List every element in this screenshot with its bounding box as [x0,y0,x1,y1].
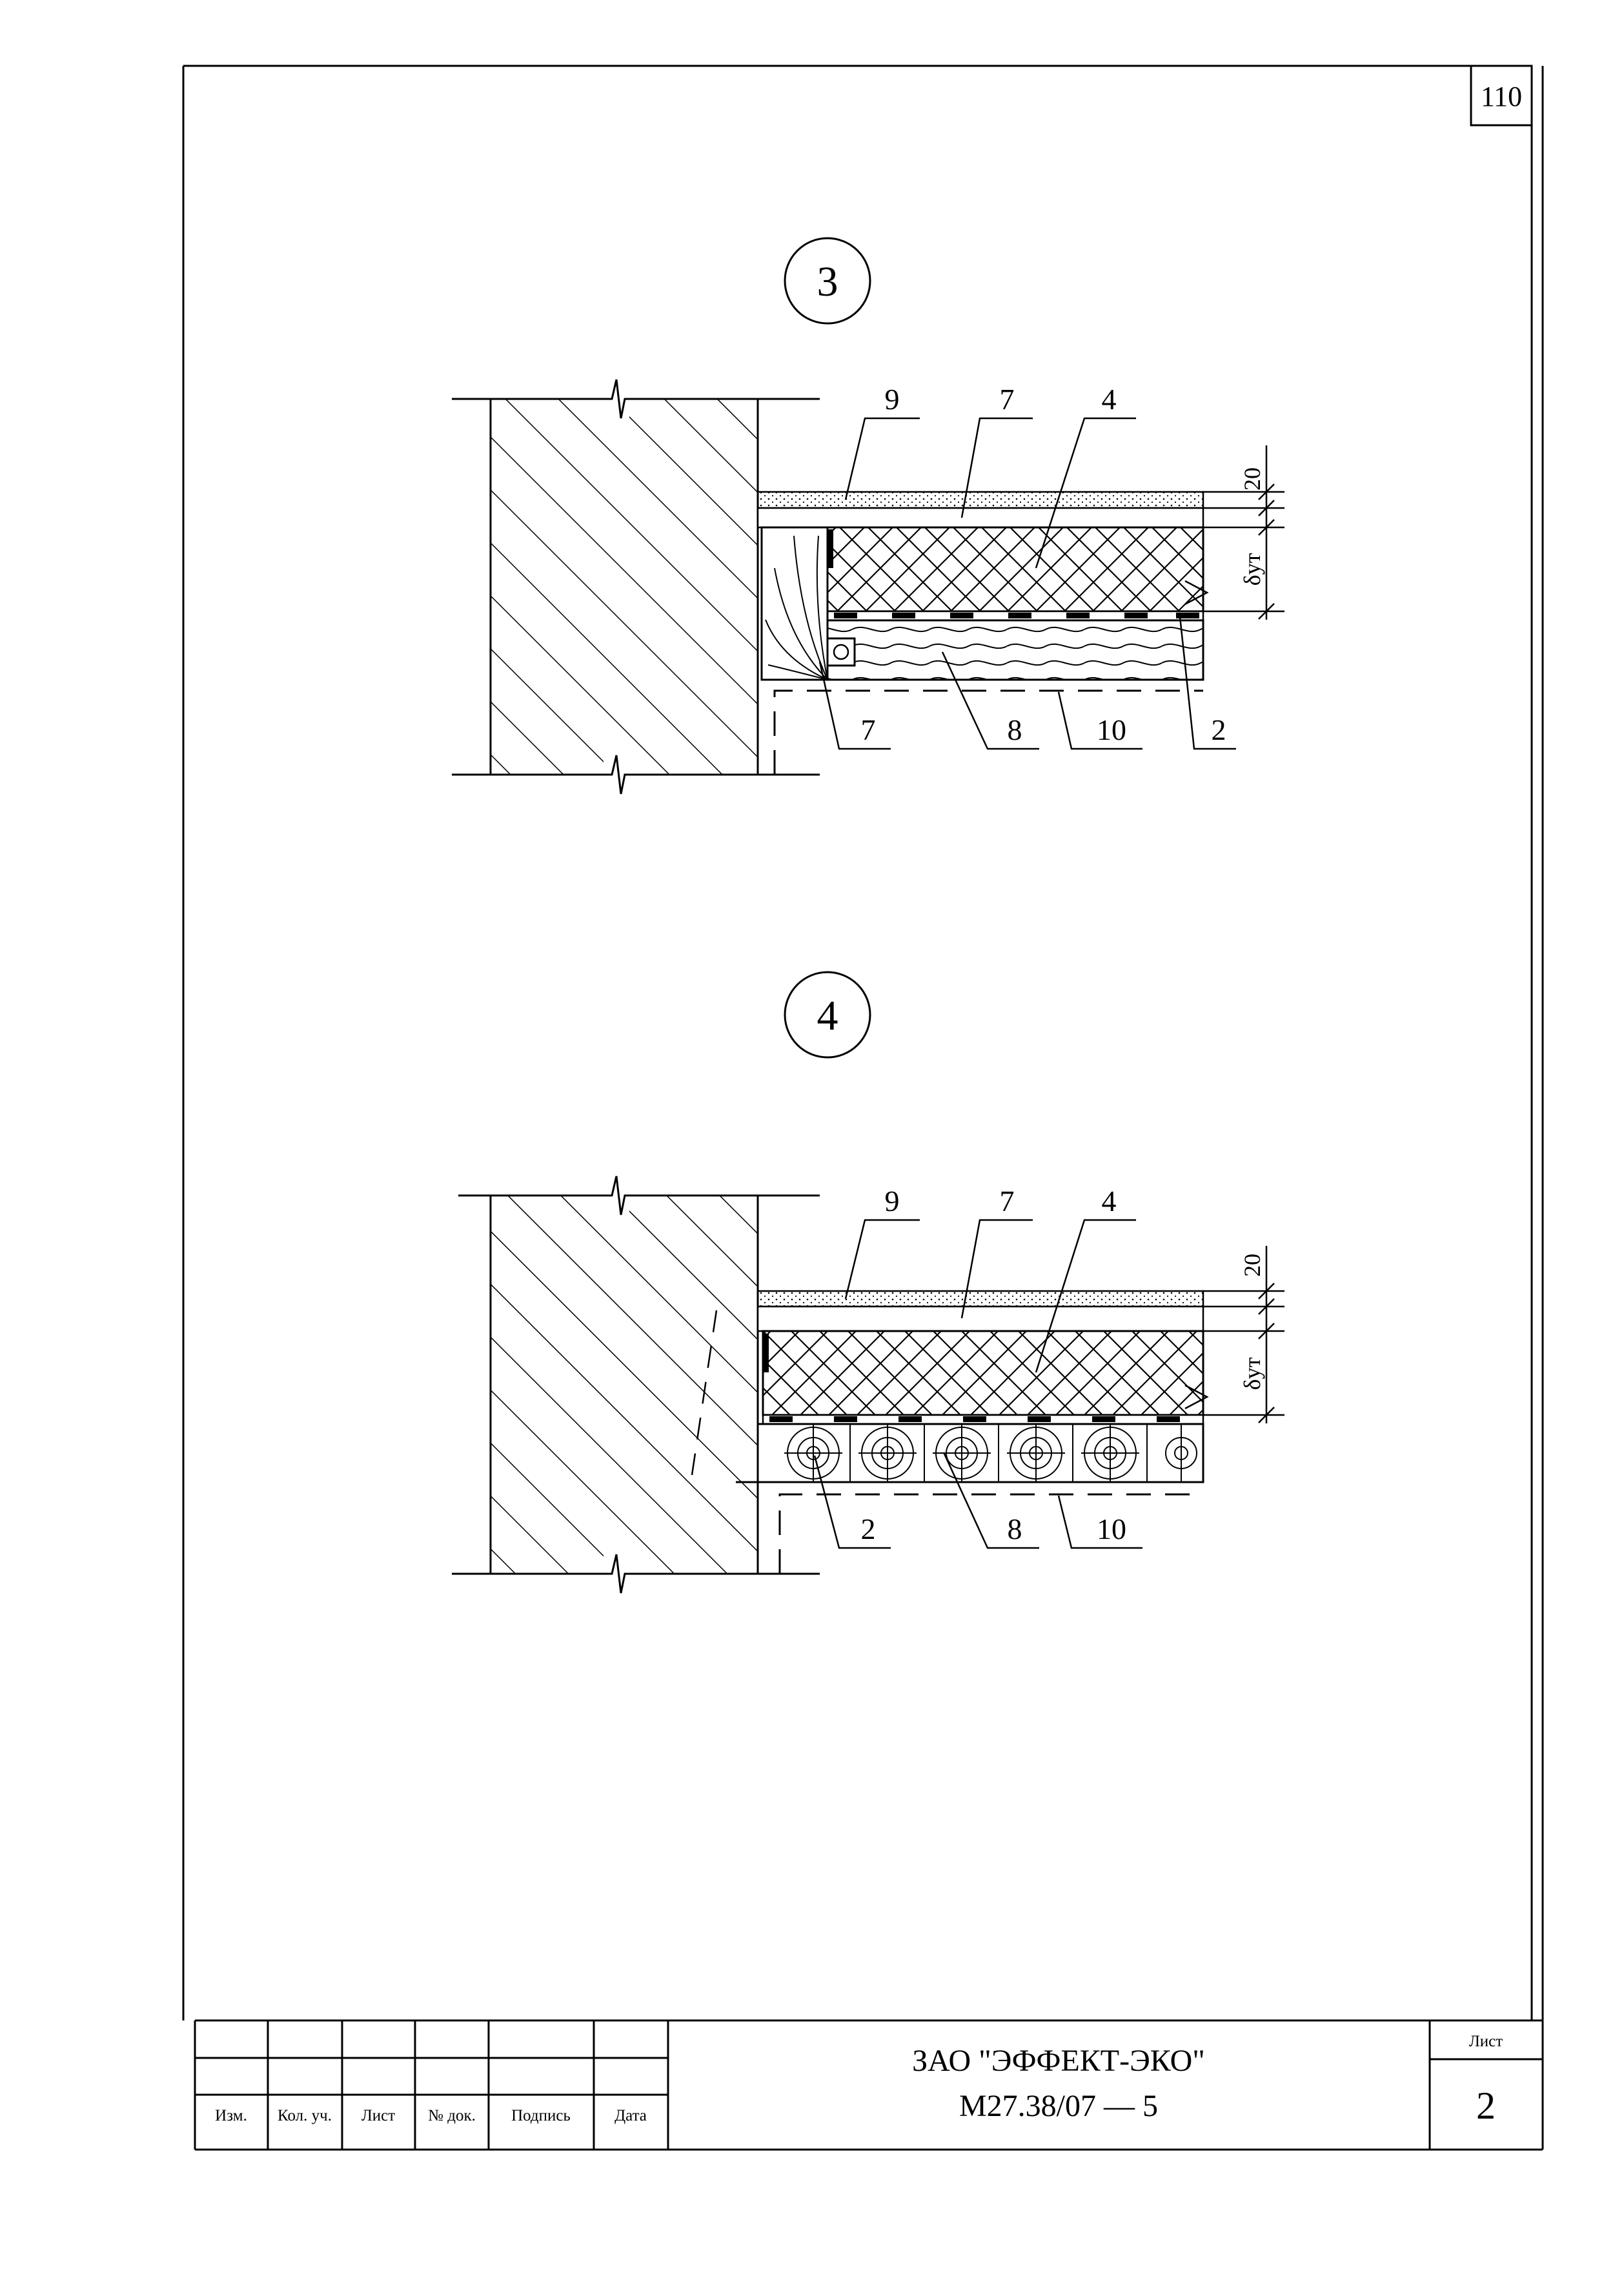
corner-number-box: 110 [1470,65,1533,127]
detail-4-break-top [604,1175,629,1216]
detail-3-label-top-2: 7 [1000,383,1015,416]
detail-4: 4 [452,971,1284,1594]
detail-4-mark: 4 [817,992,838,1039]
detail-4-label-top-1: 9 [885,1185,900,1217]
corner-number: 110 [1481,81,1522,112]
detail-3-finish-layer [756,491,1204,509]
detail-3-end-grain [765,535,828,680]
detail-4-log-rings [784,1424,1197,1482]
detail-3-leaders-top [844,417,1136,569]
title-block-header-doc-no: № док. [428,2107,476,2124]
detail-4-label-top-3: 4 [1102,1185,1117,1217]
detail-4-leaders-top [844,1219,1136,1373]
detail-3-dim-insulation: δут [1239,553,1265,585]
detail-3: 3 [452,237,1284,795]
title-block-header-date: Дата [614,2107,647,2124]
detail-4-dim-insulation: δут [1239,1357,1265,1390]
detail-4-leaders-bottom [813,1452,1142,1549]
detail-4-finish-layer [756,1290,1204,1308]
detail-3-wall [489,398,759,776]
detail-4-label-bottom-1: 2 [861,1512,876,1545]
title-block-header-kol-uch: Кол. уч. [278,2107,332,2124]
detail-3-nailer [826,637,856,667]
detail-4-ceiling-dashed [778,1493,1203,1574]
detail-3-label-top-3: 4 [1102,383,1117,416]
detail-3-label-top-1: 9 [885,383,900,416]
sheet-frame [182,65,1544,2151]
detail-3-insulation [826,526,1204,613]
detail-3-barrier-dashes [834,613,1199,618]
detail-3-mark-circle [784,237,871,325]
detail-3-dimensions [1184,445,1284,620]
detail-3-end-beam [760,526,829,681]
detail-4-dimensions [1184,1246,1284,1423]
detail-4-screed-layer [756,1305,1204,1332]
title-block-company: ЗАО "ЭФФЕКТ-ЭКО" [912,2044,1205,2078]
detail-3-break-top [604,379,629,419]
detail-3-edge-strip [827,529,833,568]
title-block-header-signature: Подпись [511,2107,571,2124]
title-block-doc-code: М27.38/07 — 5 [959,2089,1158,2123]
detail-4-break-bottom [604,1554,629,1594]
detail-3-label-bottom-3: 10 [1097,713,1126,746]
detail-4-label-bottom-3: 10 [1097,1512,1126,1545]
title-block: Изм. Кол. уч. Лист № док. Подпись Дата З… [195,2020,1543,2150]
detail-4-wall [489,1194,759,1575]
title-block-sheet-number: 2 [1476,2084,1496,2127]
detail-3-mark: 3 [817,258,838,305]
detail-3-label-bottom-1: 7 [861,713,876,746]
detail-3-dim-top: 20 [1239,467,1265,491]
detail-3-label-bottom-4: 2 [1212,713,1226,746]
detail-3-timber-deck [826,619,1204,681]
detail-4-insulation [762,1330,1204,1416]
detail-4-label-top-2: 7 [1000,1185,1015,1217]
detail-4-barrier-dashes [769,1416,1180,1422]
detail-4-edge-strip [763,1334,769,1372]
detail-3-leaders-bottom [818,616,1236,750]
detail-3-break-bottom [604,755,629,795]
detail-3-screed-layer [756,507,1204,529]
title-block-header-izm: Изм. [215,2107,247,2124]
detail-3-ceiling-dashed [773,689,1203,775]
detail-3-label-bottom-2: 8 [1008,713,1022,746]
detail-4-label-bottom-2: 8 [1008,1512,1022,1545]
detail-4-mark-circle [784,971,871,1059]
title-block-sheet-label: Лист [1469,2033,1503,2050]
title-block-header-list: Лист [361,2107,395,2124]
detail-4-dim-top: 20 [1239,1254,1265,1277]
